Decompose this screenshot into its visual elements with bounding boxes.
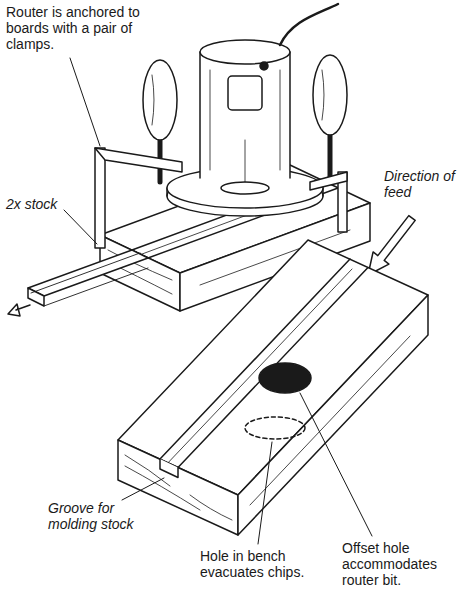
molding-profile: [31, 253, 148, 306]
callout-label: Offset hole accommodates router bit.: [342, 540, 462, 588]
direction-arrow: [368, 216, 415, 275]
groove-edge: [178, 268, 368, 468]
callout-label: Router is anchored to boards with a pair…: [6, 4, 156, 52]
leader-line: [258, 442, 272, 544]
bench-front: [118, 440, 238, 535]
wood-grain: [125, 336, 410, 520]
groove-notch: [160, 459, 178, 478]
router-detail: [210, 70, 280, 182]
router-handle: [143, 60, 177, 140]
router-cap: [200, 40, 290, 64]
bench-side: [238, 295, 428, 535]
router-window: [228, 76, 262, 110]
clamp-jaw: [95, 148, 182, 172]
callout-label: Direction of feed: [384, 168, 464, 200]
callout-label: 2x stock: [6, 196, 76, 212]
clamp-jaw: [310, 172, 347, 190]
groove-edge: [160, 259, 350, 459]
hidden-hole: [245, 417, 305, 439]
power-cord: [280, 4, 338, 45]
feed-arrow: [8, 304, 30, 316]
leader-line: [64, 210, 97, 244]
leader-line: [122, 478, 164, 500]
groove-wall: [164, 269, 352, 467]
callout-label: Groove for molding stock: [48, 500, 152, 532]
bit-opening: [221, 182, 269, 194]
clamp-bar: [95, 148, 105, 248]
leader-line: [300, 393, 372, 536]
callout-label: Hole in bench evacuates chips.: [200, 548, 325, 580]
router-switch: [260, 62, 268, 70]
router-handle: [313, 55, 347, 135]
leader-line: [70, 58, 100, 146]
offset-hole: [259, 363, 311, 393]
